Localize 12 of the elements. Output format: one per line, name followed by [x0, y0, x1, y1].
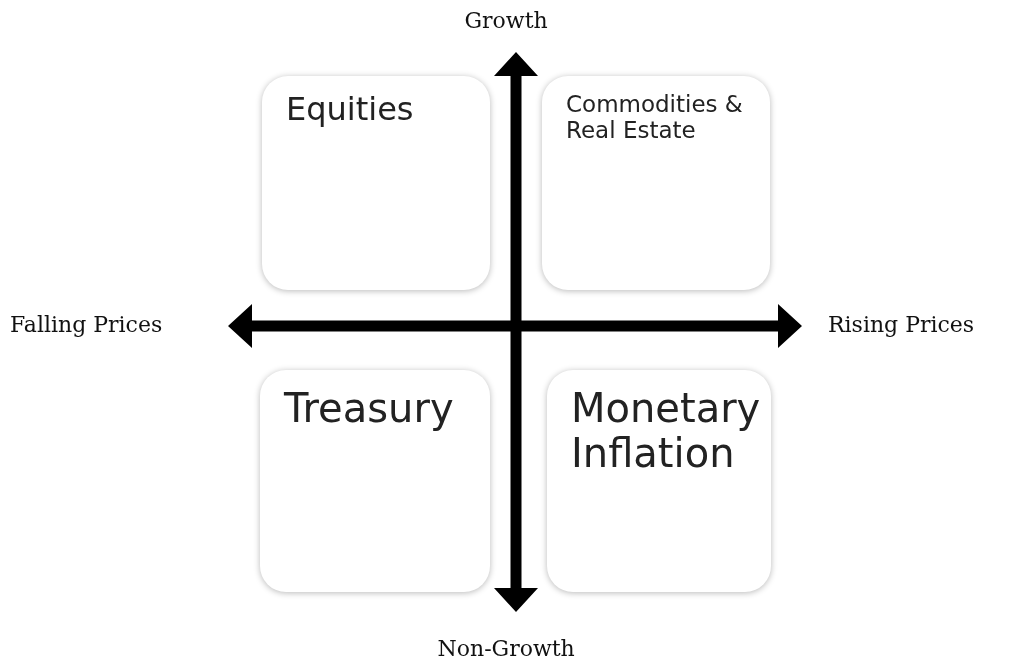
quadrant-card — [547, 370, 771, 592]
axis-label: Non-Growth — [437, 636, 575, 661]
quadrant-card — [542, 76, 770, 290]
quadrant-title: Commodities & Real Estate — [566, 92, 744, 144]
quadrant-title: Treasury — [284, 386, 455, 431]
quadrant-card — [260, 370, 490, 592]
axis-label: Rising Prices — [828, 312, 975, 337]
axis-label: Falling Prices — [10, 312, 163, 337]
quadrant-title: Monetary Inflation — [571, 386, 757, 476]
axis-label: Growth — [464, 8, 548, 33]
quadrant-card — [262, 76, 490, 290]
quadrant-title: Equities — [286, 92, 415, 128]
